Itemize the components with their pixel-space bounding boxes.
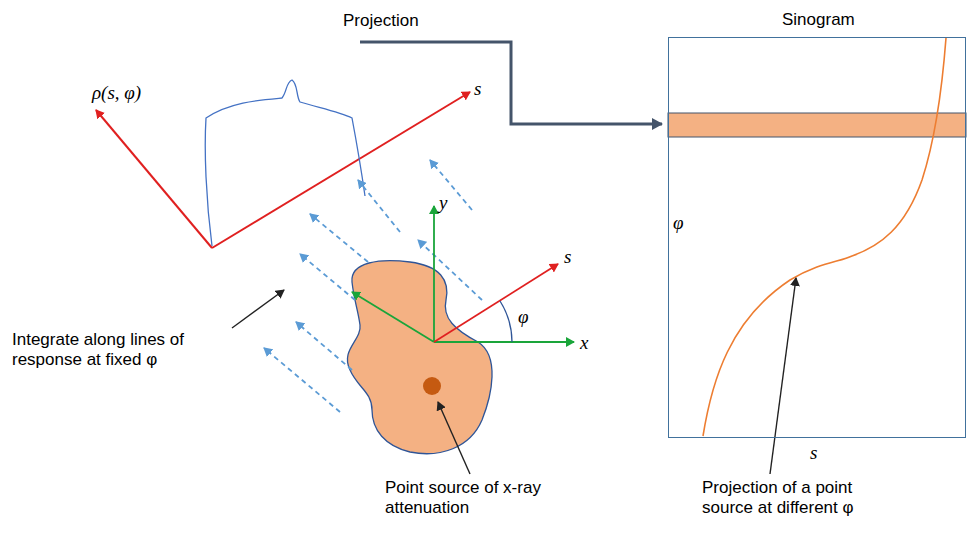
y-axis [433,206,435,342]
axis-label: x [580,332,600,355]
angle-arc [500,301,512,342]
sinogram-curve [703,38,946,436]
x-axis [434,341,574,343]
s-axis [212,92,470,248]
leader-arrow [232,290,284,328]
annotation: Projection of a point source at differen… [702,478,902,519]
projection-profile [205,80,365,246]
projection-band [668,113,966,137]
projection-arrow [360,42,662,124]
axis-label: s [810,442,830,465]
panel-title: Sinogram [782,10,855,30]
angle-label: φ [518,306,538,329]
annotation: Point source of x-ray attenuation [385,478,600,519]
axis-label: s [474,78,494,101]
annotation: Integrate along lines of response at fix… [12,330,212,371]
s-axis-rotated [434,264,558,342]
axis-label: s [564,246,584,269]
axis-label: ρ(s, φ) [92,82,182,105]
projection-label: Projection [343,11,463,31]
point-source [423,377,441,395]
axis-label: φ [673,212,693,235]
rho-axis [96,110,212,248]
axis-label: y [439,192,459,215]
leader-arrow [438,402,470,474]
lines-of-response [264,160,482,412]
rotated-axis [352,292,434,342]
object-outline [347,261,492,454]
leader-arrow [770,278,796,474]
sinogram-box: Sinogram [668,37,966,438]
